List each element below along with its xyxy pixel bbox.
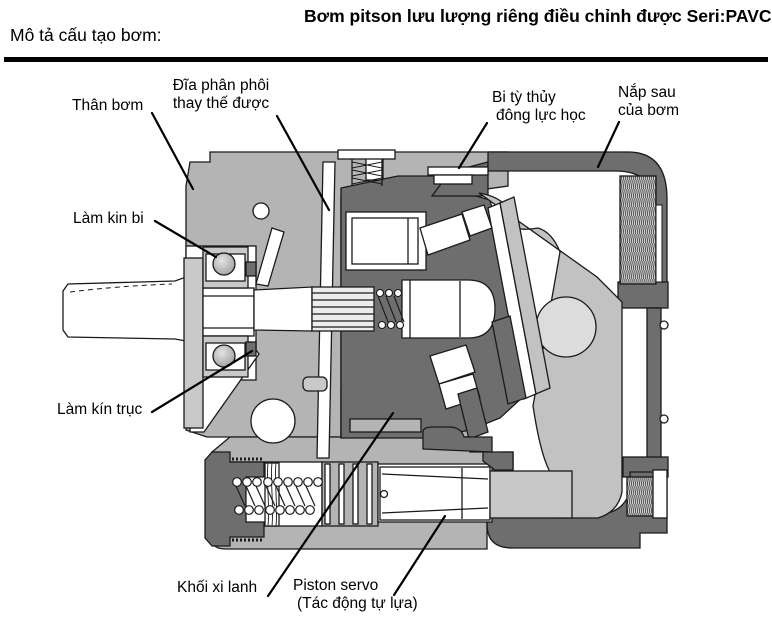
bearing-seal <box>245 261 257 277</box>
leader-nap-sau <box>596 120 621 169</box>
mounting-flange <box>183 257 204 429</box>
drive-shaft <box>62 246 405 429</box>
label-nap-sau: Nắp sau của bơm <box>618 84 679 119</box>
label-lam-kin-truc: Làm kín trục <box>57 401 143 418</box>
piston-shoe <box>419 213 471 256</box>
bolt-spring-washer <box>351 161 383 185</box>
rear-plug <box>652 469 668 519</box>
page-title-line2: Seri:PAVC <box>686 6 772 26</box>
thread-hatch-bottom <box>626 476 654 517</box>
yoke-pivot-bore <box>535 296 597 358</box>
label-piston-servo: Piston servo (Tác động tự lựa) <box>293 577 418 612</box>
leader-dia-phan-phoi <box>275 114 331 212</box>
header-divider <box>4 57 768 62</box>
mounting-bolt <box>337 149 396 186</box>
leader-lam-kin-truc <box>150 349 254 414</box>
label-dia-phan-phoi: Đĩa phân phôi thay thế được <box>172 77 270 112</box>
thread-hatch-top <box>619 175 657 285</box>
housing-drain-hole <box>252 202 270 220</box>
cylinder-block <box>340 175 526 439</box>
shaft-end-bore <box>401 279 496 339</box>
leader-lam-kin-bi <box>153 219 218 259</box>
bias-spring <box>232 477 323 515</box>
compensator-plug <box>204 451 265 547</box>
label-khoi-xi-lanh: Khối xi lanh <box>177 579 258 596</box>
label-bi-ty-thuy: Bi tỳ thủy đông lực học <box>492 89 586 124</box>
servo-assembly <box>204 376 573 547</box>
page-title: Bơm pitson lưu lượng riêng điều chỉnh đư… <box>304 5 772 28</box>
label-than-bom: Thân bơm <box>72 97 144 114</box>
rear-cap <box>427 151 669 549</box>
label-lam-kin-bi: Làm kin bi <box>73 210 144 227</box>
pump-piston <box>351 217 419 265</box>
servo-piston <box>379 466 491 521</box>
swash-plate-yoke <box>419 192 623 519</box>
shaft-splines <box>311 286 375 332</box>
page-caption: Mô tả cấu tạo bơm: <box>10 25 162 45</box>
leader-khoi-xi-lanh <box>266 411 395 598</box>
leader-lines <box>150 111 621 598</box>
shoe-retainer-plate <box>499 196 551 395</box>
lower-piston <box>429 344 476 385</box>
leader-than-bom <box>150 111 195 191</box>
housing-port-hole <box>250 398 296 444</box>
feedback-pin <box>302 376 328 392</box>
servo-cylinder-end <box>489 470 573 519</box>
leader-piston-servo <box>392 514 447 597</box>
shaft-spring <box>375 288 405 330</box>
page-title-line1: Bơm pitson lưu lượng riêng điều chỉnh đư… <box>304 6 682 26</box>
leader-bi-ty-thuy <box>457 121 489 170</box>
shaft-seal <box>245 341 257 357</box>
